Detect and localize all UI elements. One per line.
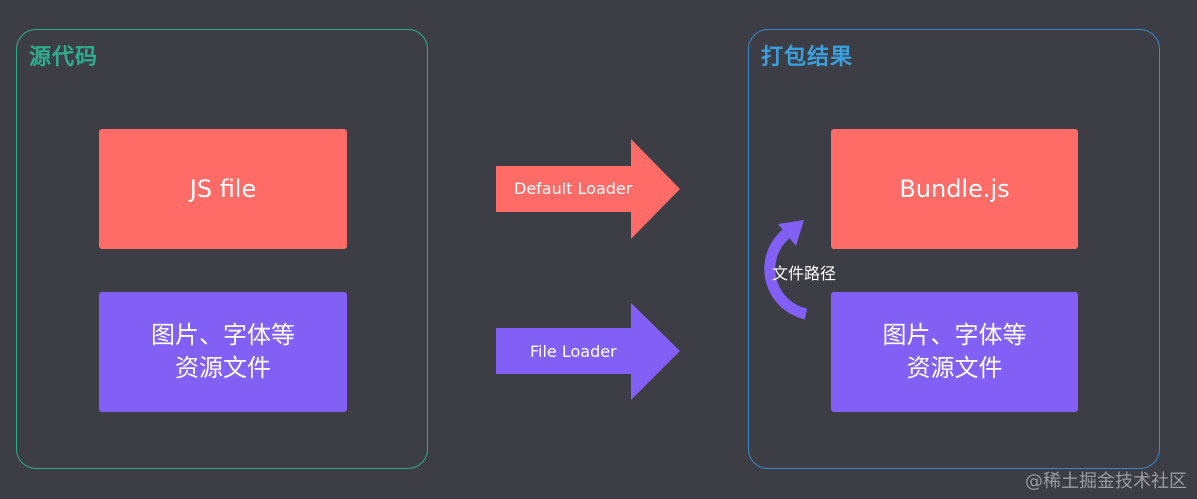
default-loader-arrow — [496, 139, 680, 239]
source-assets-box: 图片、字体等 资源文件 — [99, 292, 347, 412]
default-loader-arrow-shape — [496, 139, 680, 239]
source-assets-line2: 资源文件 — [175, 354, 271, 382]
source-panel-title: 源代码 — [29, 45, 99, 70]
file-loader-arrow-shape — [496, 303, 680, 400]
file-path-label: 文件路径 — [772, 264, 837, 283]
source-assets-line1: 图片、字体等 — [151, 321, 295, 349]
file-loader-arrow — [496, 303, 680, 400]
default-loader-label: Default Loader — [514, 179, 633, 198]
watermark: @稀土掘金技术社区 — [1025, 471, 1187, 492]
file-path-curved-arrow — [764, 220, 808, 320]
output-assets-line1: 图片、字体等 — [882, 321, 1027, 349]
bundle-js-box: Bundle.js — [831, 129, 1078, 249]
file-path-curved-arrow-head — [778, 220, 804, 246]
output-assets-line2: 资源文件 — [906, 354, 1003, 382]
output-panel-title: 打包结果 — [761, 45, 854, 70]
output-assets-box: 图片、字体等 资源文件 — [831, 292, 1078, 412]
js-file-box: JS file — [99, 129, 347, 249]
file-loader-label: File Loader — [530, 342, 617, 361]
file-path-curved-arrow-body — [764, 229, 808, 320]
source-code-panel: 源代码 — [16, 29, 428, 469]
bundle-result-panel: 打包结果 — [748, 29, 1160, 469]
